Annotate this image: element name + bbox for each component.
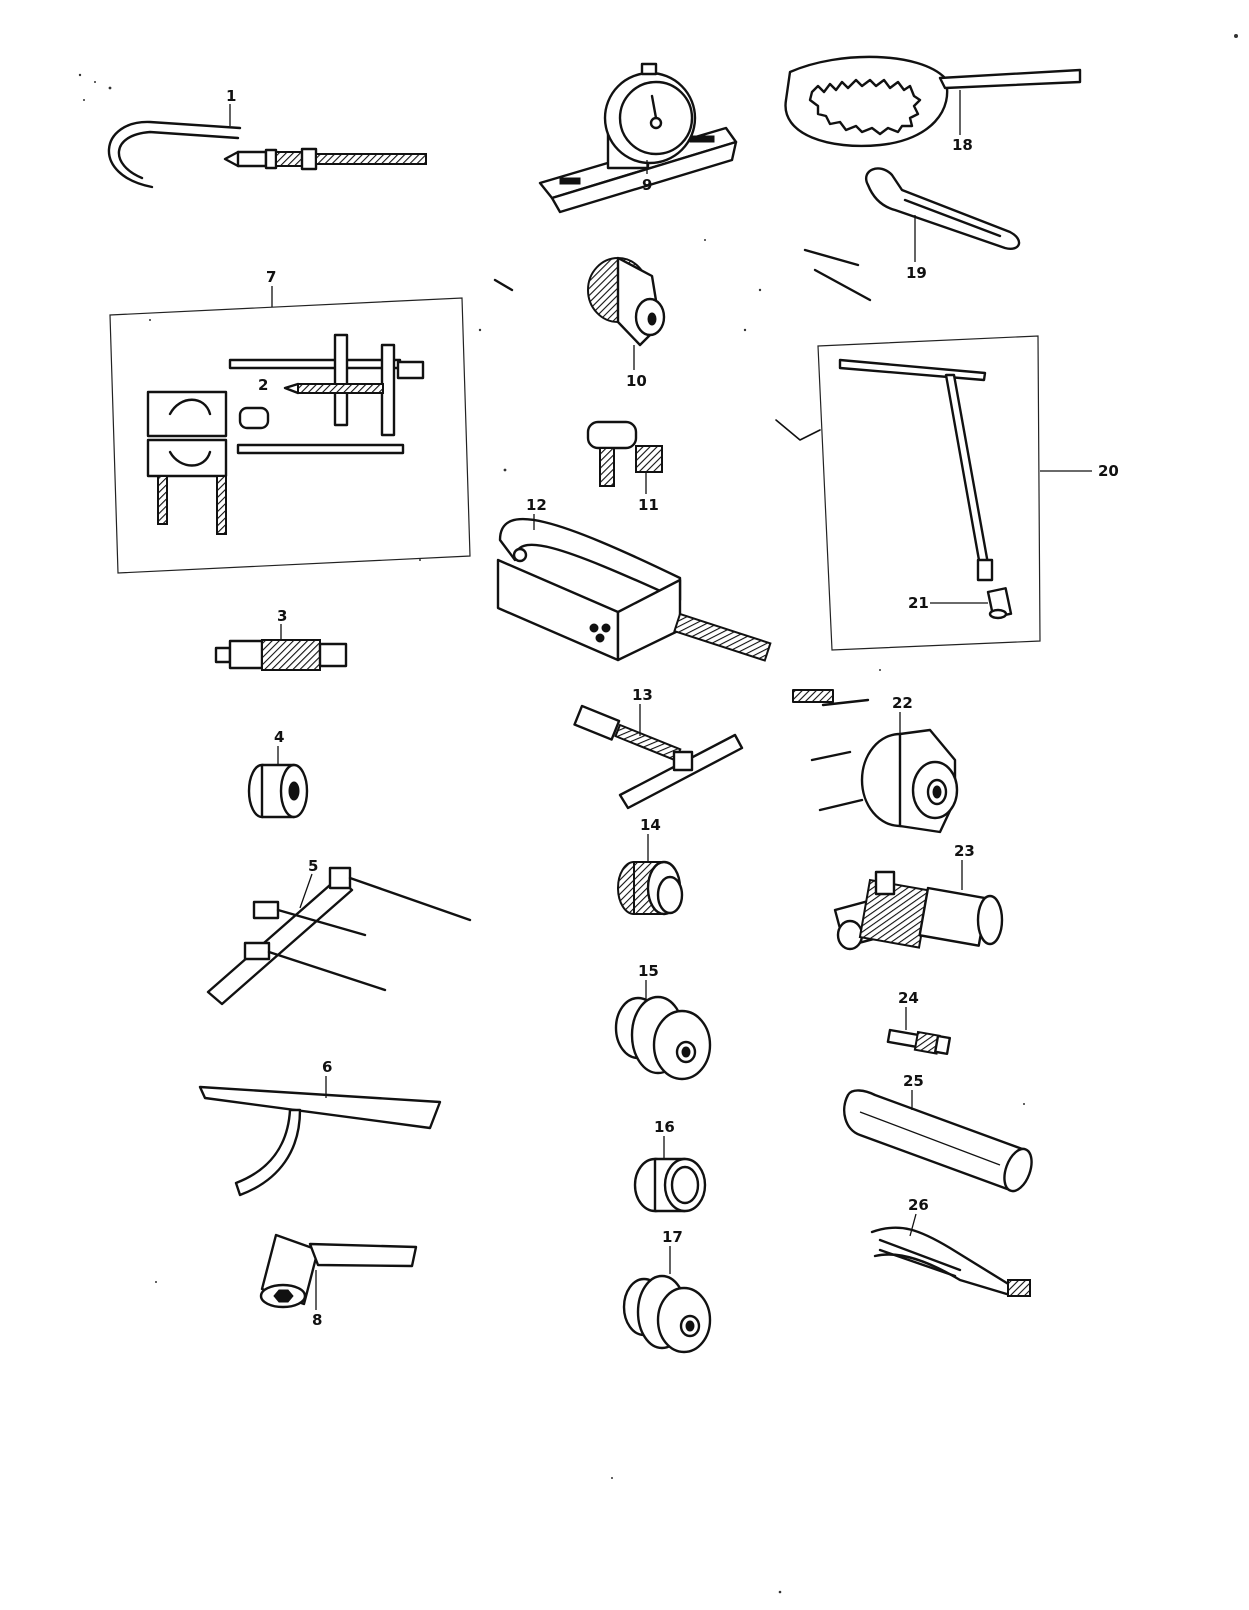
tool-10-knurled-cap: 10 xyxy=(587,256,666,390)
callout-20: 20 xyxy=(1098,462,1119,480)
tool-25-tube: 25 xyxy=(843,1072,1033,1193)
callout-22: 22 xyxy=(892,694,913,712)
callout-21: 21 xyxy=(908,594,929,612)
tool-17-stepped-driver: 17 xyxy=(622,1228,712,1354)
tool-11-angled-adapter: 11 xyxy=(586,420,663,514)
tool-26-snap-ring-pliers: 26 xyxy=(870,1196,1031,1297)
callout-16: 16 xyxy=(654,1118,675,1136)
tool-7-bearing-puller-group: 7 2 xyxy=(109,268,471,574)
tool-19-hook-spanner: 19 xyxy=(865,167,1021,282)
callout-15: 15 xyxy=(638,962,659,980)
callout-4: 4 xyxy=(274,728,284,746)
callout-12: 12 xyxy=(526,496,547,514)
tool-8-socket-wrench: 8 xyxy=(259,1233,418,1329)
tool-12-yoke-press: 12 xyxy=(496,496,772,662)
tool-20-t-bar-group: 20 21 xyxy=(817,335,1119,651)
scan-streaks xyxy=(493,248,872,812)
callout-11: 11 xyxy=(638,496,659,514)
callout-8: 8 xyxy=(312,1311,322,1329)
callout-13: 13 xyxy=(632,686,653,704)
tool-15-stepped-driver: 15 xyxy=(614,962,712,1081)
callout-14: 14 xyxy=(640,816,661,834)
callout-17: 17 xyxy=(662,1228,683,1246)
callout-18: 18 xyxy=(952,136,973,154)
callout-3: 3 xyxy=(277,607,287,625)
tool-22-large-driver: 22 xyxy=(860,694,959,834)
callout-2: 2 xyxy=(258,376,268,394)
tool-4-bushing: 4 xyxy=(247,728,309,819)
callout-5: 5 xyxy=(308,857,318,875)
callout-1: 1 xyxy=(226,87,236,105)
scan-noise xyxy=(78,34,1238,1594)
tool-23-cylinder-adapter: 23 xyxy=(833,842,1004,951)
tool-3-threaded-shaft: 3 xyxy=(214,607,348,671)
tool-14-knurled-driver: 14 xyxy=(617,816,684,916)
tool-5-pin-spanner: 5 xyxy=(206,857,472,1006)
callout-26: 26 xyxy=(908,1196,929,1214)
callout-7: 7 xyxy=(266,268,276,286)
callout-23: 23 xyxy=(954,842,975,860)
callout-6: 6 xyxy=(322,1058,332,1076)
tool-16-ring: 16 xyxy=(633,1118,707,1213)
callout-10: 10 xyxy=(626,372,647,390)
callout-9: 9 xyxy=(642,176,652,194)
tool-24-bolt: 24 xyxy=(886,989,952,1056)
tool-13-t-handle: 13 xyxy=(573,686,744,810)
callout-19: 19 xyxy=(906,264,927,282)
callout-25: 25 xyxy=(903,1072,924,1090)
tool-18-clutch-holder: 18 xyxy=(784,55,1082,154)
tool-6-hooked-lever: 6 xyxy=(198,1058,442,1197)
callout-24: 24 xyxy=(898,989,919,1007)
tool-1-puller: 1 xyxy=(107,87,427,189)
tool-9-dial-gauge-stand: 9 xyxy=(538,62,738,214)
